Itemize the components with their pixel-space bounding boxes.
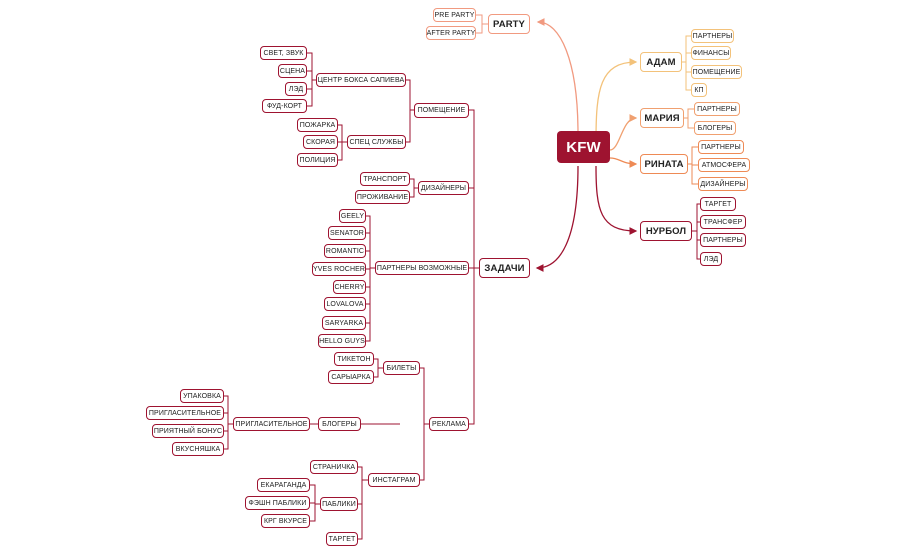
center-child[interactable]: ФУД-КОРТ xyxy=(262,99,307,113)
rinata-node[interactable]: РИНАТА xyxy=(640,154,688,174)
instagram-target[interactable]: ТАРГЕТ xyxy=(326,532,358,546)
tickets-child[interactable]: ТИКЕТОН xyxy=(334,352,374,366)
maria-child[interactable]: ПАРТНЕРЫ xyxy=(694,102,740,116)
partners-node[interactable]: ПАРТНЕРЫ ВОЗМОЖНЫЕ xyxy=(375,261,469,275)
rinata-child[interactable]: ДИЗАЙНЕРЫ xyxy=(698,177,748,191)
invite-child[interactable]: УПАКОВКА xyxy=(180,389,224,403)
invite-child[interactable]: ПРИГЛАСИТЕЛЬНОЕ xyxy=(146,406,224,420)
designers-child[interactable]: ПРОЖИВАНИЕ xyxy=(355,190,410,204)
partner-item[interactable]: CHERRY xyxy=(333,280,366,294)
nurbol-child[interactable]: ТРАНСФЕР xyxy=(700,215,746,229)
nurbol-child[interactable]: ПАРТНЕРЫ xyxy=(700,233,746,247)
partner-item[interactable]: SARYARKA xyxy=(322,316,366,330)
invite-node[interactable]: ПРИГЛАСИТЕЛЬНОЕ xyxy=(233,417,310,431)
designers-child[interactable]: ТРАНСПОРТ xyxy=(360,172,410,186)
center-node[interactable]: ЦЕНТР БОКСА САПИЕВА xyxy=(316,73,406,87)
ads-node[interactable]: РЕКЛАМА xyxy=(429,417,469,431)
partner-item[interactable]: GEELY xyxy=(339,209,366,223)
services-node[interactable]: СПЕЦ СЛУЖБЫ xyxy=(347,135,406,149)
center-child[interactable]: СВЕТ, ЗВУК xyxy=(260,46,307,60)
adam-child[interactable]: ПОМЕЩЕНИЕ xyxy=(691,65,742,79)
partner-item[interactable]: ROMANTIC xyxy=(324,244,366,258)
premises-node[interactable]: ПОМЕЩЕНИЕ xyxy=(414,103,469,118)
publics-child[interactable]: ЕКАРАГАНДА xyxy=(257,478,310,492)
partner-item[interactable]: SENATOR xyxy=(328,226,366,240)
adam-child[interactable]: КП xyxy=(691,83,707,97)
nurbol-child[interactable]: ТАРГЕТ xyxy=(700,197,736,211)
adam-node[interactable]: АДАМ xyxy=(640,52,682,72)
party-node[interactable]: PARTY xyxy=(488,14,530,34)
services-child[interactable]: ПОЛИЦИЯ xyxy=(297,153,338,167)
tasks-node[interactable]: ЗАДАЧИ xyxy=(479,258,530,278)
adam-child[interactable]: ПАРТНЕРЫ xyxy=(691,29,734,43)
rinata-child[interactable]: АТМОСФЕРА xyxy=(698,158,750,172)
designers-node[interactable]: ДИЗАЙНЕРЫ xyxy=(418,181,469,195)
center-child[interactable]: СЦЕНА xyxy=(278,64,307,78)
publics-child[interactable]: ФЭШН ПАБЛИКИ xyxy=(245,496,310,510)
partner-item[interactable]: YVES ROCHER xyxy=(312,262,366,276)
party-child[interactable]: AFTER PARTY xyxy=(426,26,476,40)
center-child[interactable]: ЛЭД xyxy=(285,82,307,96)
nurbol-child[interactable]: ЛЭД xyxy=(700,252,722,266)
bloggers-node[interactable]: БЛОГЕРЫ xyxy=(318,417,361,431)
tickets-child[interactable]: САРЫАРКА xyxy=(328,370,374,384)
adam-child[interactable]: ФИНАНСЫ xyxy=(691,46,731,60)
services-child[interactable]: ПОЖАРКА xyxy=(297,118,338,132)
partner-item[interactable]: LOVALOVA xyxy=(324,297,366,311)
tickets-node[interactable]: БИЛЕТЫ xyxy=(383,361,420,375)
maria-child[interactable]: БЛОГЕРЫ xyxy=(694,121,736,135)
rinata-child[interactable]: ПАРТНЕРЫ xyxy=(698,140,744,154)
party-child[interactable]: PRE PARTY xyxy=(433,8,476,22)
maria-node[interactable]: МАРИЯ xyxy=(640,108,684,128)
partner-item[interactable]: HELLO GUYS xyxy=(318,334,366,348)
instagram-page[interactable]: СТРАНИЧКА xyxy=(310,460,358,474)
root-node[interactable]: KFW xyxy=(557,131,610,163)
publics-node[interactable]: ПАБЛИКИ xyxy=(320,497,358,511)
nurbol-node[interactable]: НУРБОЛ xyxy=(640,221,692,241)
invite-child[interactable]: ПРИЯТНЫЙ БОНУС xyxy=(152,424,224,438)
instagram-node[interactable]: ИНСТАГРАМ xyxy=(368,473,420,487)
invite-child[interactable]: ВКУСНЯШКА xyxy=(172,442,224,456)
publics-child[interactable]: КРГ ВКУРСЕ xyxy=(261,514,310,528)
services-child[interactable]: СКОРАЯ xyxy=(303,135,338,149)
